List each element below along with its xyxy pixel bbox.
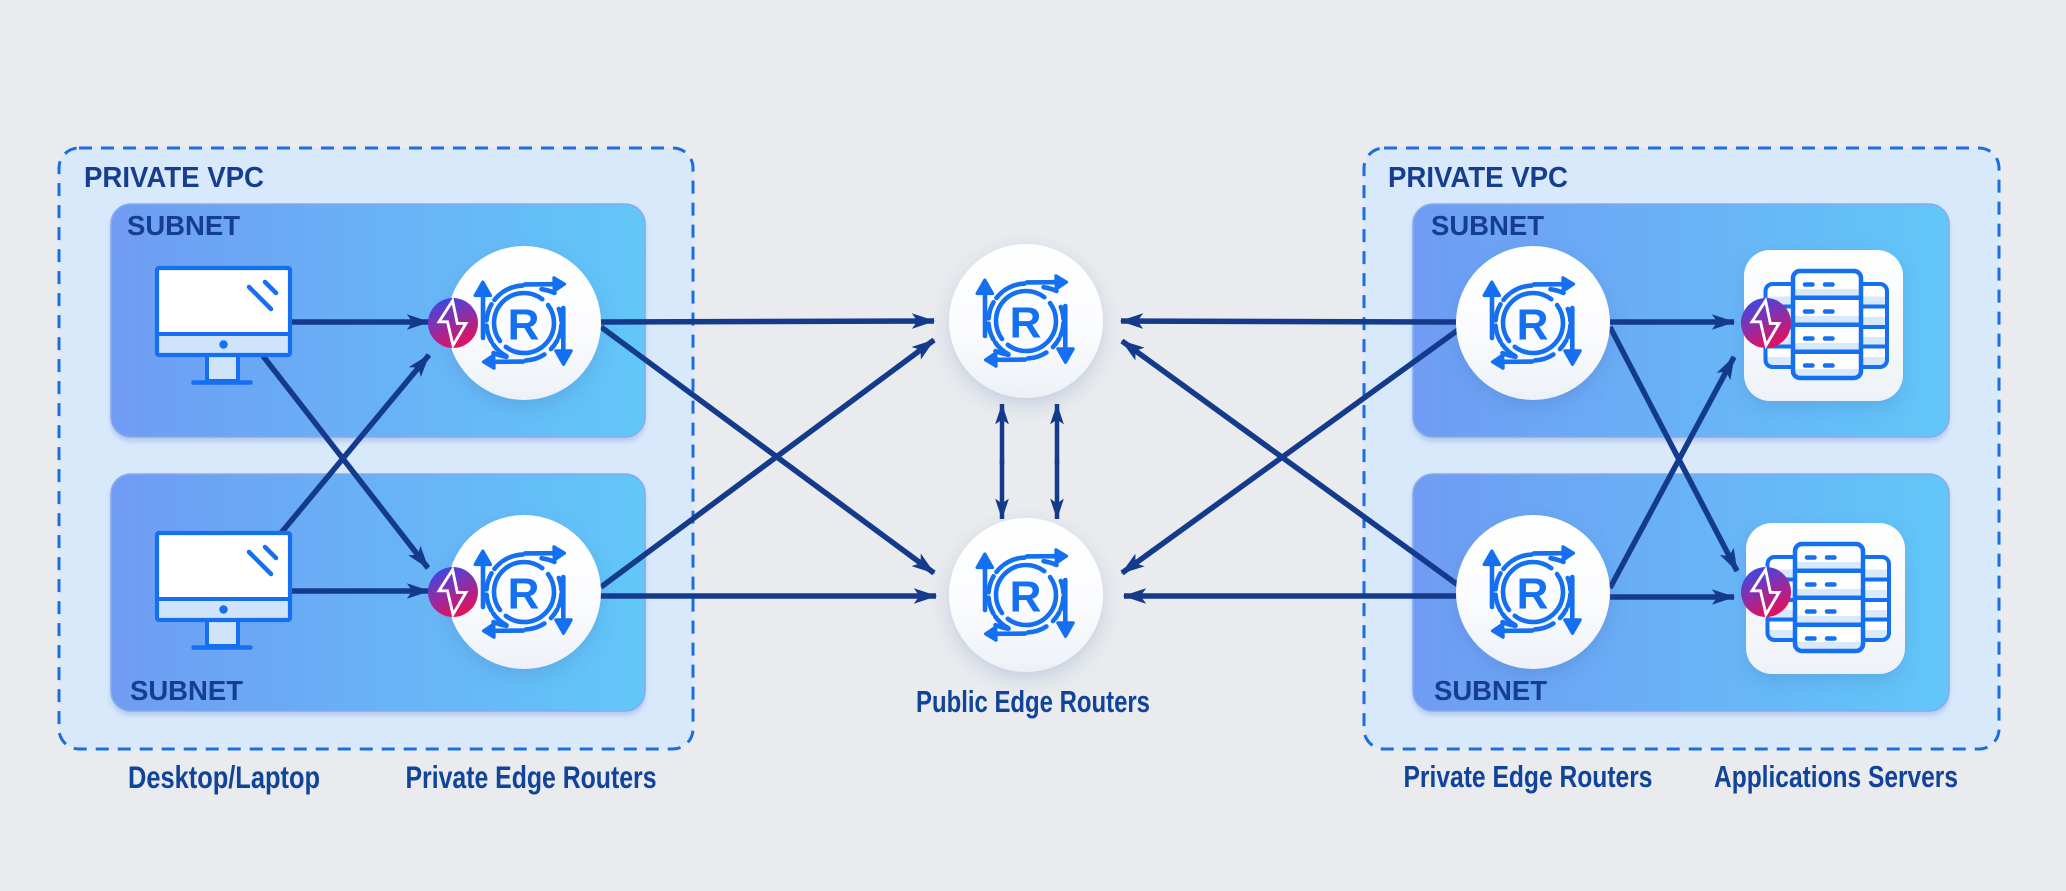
svg-text:PRIVATE VPC: PRIVATE VPC — [1388, 162, 1568, 194]
svg-text:SUBNET: SUBNET — [1431, 210, 1544, 241]
svg-text:Private Edge Routers: Private Edge Routers — [406, 759, 657, 795]
svg-text:PRIVATE VPC: PRIVATE VPC — [84, 162, 264, 194]
svg-text:Desktop/Laptop: Desktop/Laptop — [128, 759, 320, 795]
svg-text:Private Edge Routers: Private Edge Routers — [1404, 759, 1653, 794]
svg-text:Public Edge Routers: Public Edge Routers — [916, 684, 1150, 719]
svg-text:SUBNET: SUBNET — [130, 675, 243, 706]
svg-text:Applications Servers: Applications Servers — [1714, 759, 1958, 794]
svg-text:SUBNET: SUBNET — [1434, 675, 1547, 706]
svg-text:SUBNET: SUBNET — [127, 210, 240, 241]
